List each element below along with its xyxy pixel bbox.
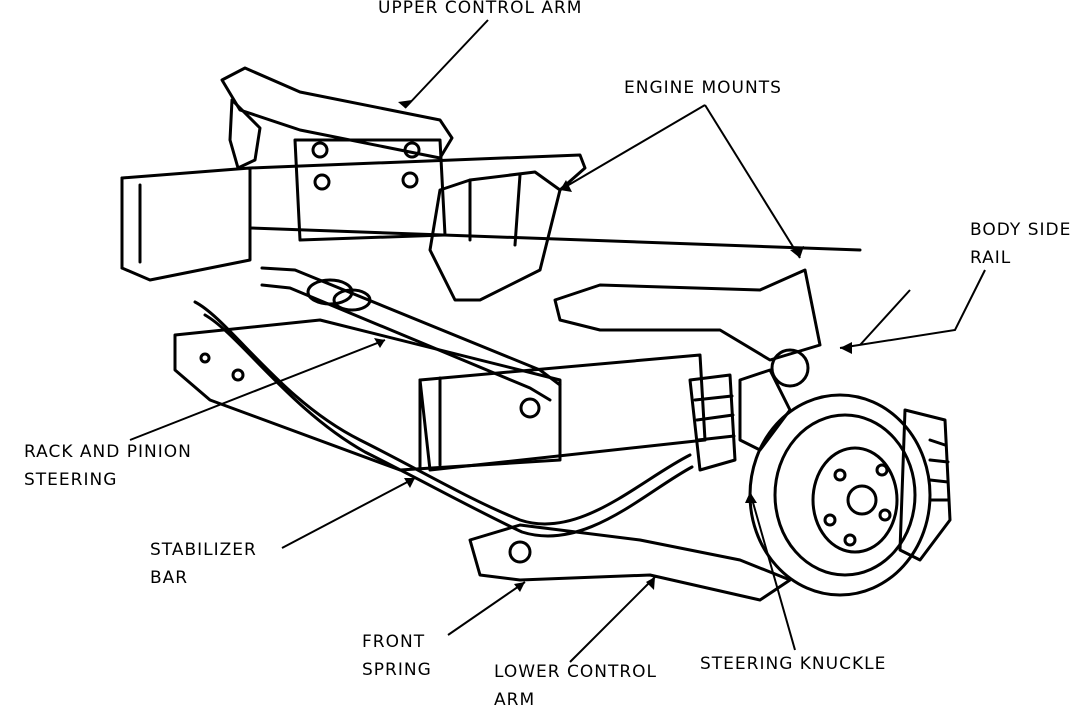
label-lower-control-arm: LOWER CONTROL ARM <box>494 662 658 710</box>
shock-tower-plate <box>293 138 447 242</box>
leader-front-spring <box>447 581 526 636</box>
label-steering-knuckle: STEERING KNUCKLE <box>700 654 887 674</box>
label-front-spring: FRONT SPRING <box>362 632 432 680</box>
leader-steering-knuckle <box>749 491 796 651</box>
front-spring <box>688 373 737 472</box>
stabilizer-bar <box>193 300 692 526</box>
lower-control-arm <box>468 523 792 602</box>
wheel-hub <box>811 446 899 554</box>
upper-control-arm-front <box>553 268 822 362</box>
body-rail-upper <box>248 153 587 192</box>
frame-rail-front <box>418 353 707 472</box>
label-rack-and-pinion-steering: RACK AND PINION STEERING <box>24 442 192 490</box>
crossmember <box>173 318 562 472</box>
leader-lower-control-arm <box>569 576 656 663</box>
leader-body-side-rail <box>839 269 986 349</box>
label-stabilizer-bar: STABILIZER BAR <box>150 540 257 588</box>
leader-rack-and-pinion <box>129 339 386 441</box>
steering-knuckle <box>738 368 792 452</box>
brake-caliper <box>898 408 952 562</box>
upper-control-arm-rear <box>220 66 454 160</box>
leader-upper-control-arm <box>404 19 489 109</box>
label-upper-control-arm: UPPER CONTROL ARM <box>378 0 583 18</box>
leader-lines <box>129 19 986 663</box>
engine-mount-block <box>428 170 562 302</box>
leader-engine-mounts-b <box>704 104 801 259</box>
label-engine-mounts: ENGINE MOUNTS <box>624 78 782 98</box>
label-body-side-rail: BODY SIDE RAIL <box>970 220 1072 268</box>
leader-engine-mounts-a <box>559 104 706 191</box>
leader-stabilizer-bar <box>281 477 416 549</box>
